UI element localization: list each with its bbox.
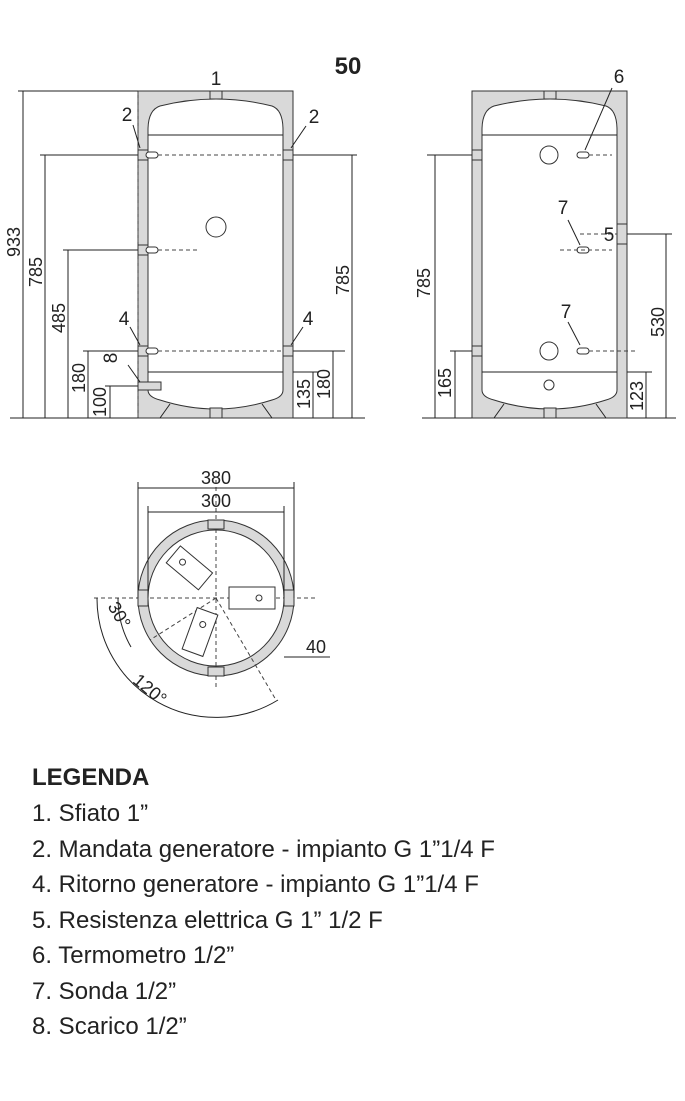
flange-circle xyxy=(205,216,227,238)
model-title: 50 xyxy=(335,53,362,80)
legend-item: 7. Sonda 1/2” xyxy=(32,977,177,1005)
dim-165: 165 xyxy=(435,368,455,398)
dim-530: 530 xyxy=(648,307,668,337)
dim-180-right: 180 xyxy=(314,369,334,399)
label-4-right: 4 xyxy=(303,309,314,330)
dim-123: 123 xyxy=(627,381,647,411)
rear-view: 6 7 5 7 785 165 530 123 xyxy=(414,67,676,419)
dim-180-left: 180 xyxy=(69,363,89,393)
dim-100: 100 xyxy=(90,387,110,417)
label-2-right: 2 xyxy=(309,107,320,128)
label-8: 8 xyxy=(101,353,122,364)
dim-380: 380 xyxy=(201,468,231,488)
dim-135: 135 xyxy=(294,379,314,409)
legend-title: LEGENDA xyxy=(32,764,150,791)
technical-drawing: 50 1 2 xyxy=(4,53,676,718)
plan-view: 380 300 40 30° 120° xyxy=(94,468,330,718)
dim-785-right: 785 xyxy=(333,265,353,295)
dim-485: 485 xyxy=(49,303,69,333)
dim-785-left: 785 xyxy=(26,257,46,287)
label-5: 5 xyxy=(604,225,615,246)
legend-item: 4. Ritorno generatore - impianto G 1”1/4… xyxy=(32,871,479,898)
angle-120: 120° xyxy=(129,670,170,709)
label-4-left: 4 xyxy=(119,309,130,330)
legend-item: 2. Mandata generatore - impianto G 1”1/4… xyxy=(32,835,495,863)
angle-30: 30° xyxy=(104,598,135,632)
dim-785-rear: 785 xyxy=(414,268,434,298)
legend-item: 1. Sfiato 1” xyxy=(32,800,149,827)
label-2-left: 2 xyxy=(122,105,133,126)
label-1: 1 xyxy=(211,69,222,90)
label-7-bottom: 7 xyxy=(561,302,572,323)
dim-300: 300 xyxy=(201,491,231,511)
legend-item: 5. Resistenza elettrica G 1” 1/2 F xyxy=(32,906,383,934)
dim-40: 40 xyxy=(306,637,326,657)
label-7-top: 7 xyxy=(558,198,569,219)
dim-933: 933 xyxy=(4,227,24,257)
legend: LEGENDA 1. Sfiato 1” 2. Mandata generato… xyxy=(32,764,495,1045)
legend-item: 6. Termometro 1/2” xyxy=(32,942,235,969)
legend-item: 8. Scarico 1/2” xyxy=(32,1013,187,1040)
label-6: 6 xyxy=(614,67,625,88)
side-view: 1 2 2 4 4 8 933 785 485 180 100 135 180 … xyxy=(4,69,365,419)
